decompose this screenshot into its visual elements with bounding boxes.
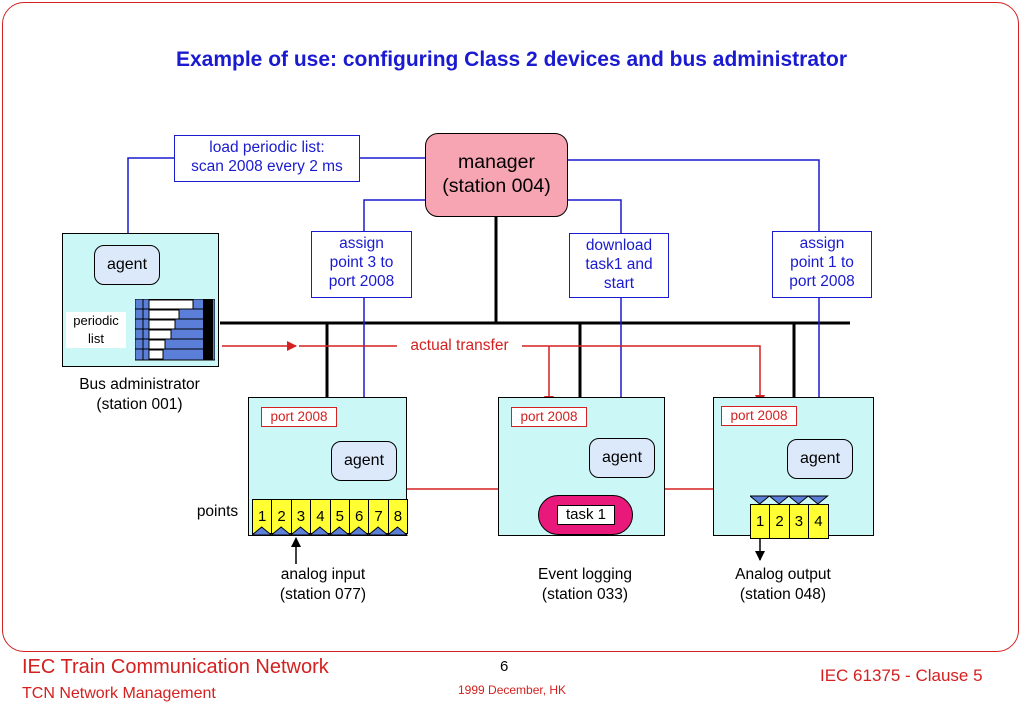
download-line — [568, 199, 622, 233]
agent-box: agent — [331, 441, 397, 481]
point-cell: 3 — [291, 500, 312, 533]
input-point-markers — [252, 526, 408, 536]
point-cell: 4 — [809, 505, 829, 538]
point-cell: 2 — [272, 500, 292, 533]
periodic-list-label: periodic list — [66, 312, 126, 348]
point-cell: 5 — [330, 500, 350, 533]
transfer-right — [522, 345, 765, 405]
assign1-line — [568, 159, 820, 231]
footer-subtitle: TCN Network Management — [22, 685, 216, 702]
load-periodic-list-command: load periodic list: scan 2008 every 2 ms — [174, 135, 360, 182]
port-2008-box: port 2008 — [511, 407, 587, 427]
download-task-command: download task1 and start — [569, 233, 669, 298]
input-points: 1 2 3 4 5 6 7 8 — [252, 499, 409, 534]
agent-box: agent — [94, 245, 160, 285]
analog-output-caption: Analog output (station 048) — [735, 566, 831, 603]
slide-frame — [2, 2, 1019, 652]
bus-administrator-station: agent periodic list — [62, 233, 219, 367]
bus-administrator-caption: Bus administrator (station 001) — [79, 376, 200, 413]
assign-point1-command: assign point 1 to port 2008 — [772, 231, 872, 298]
analog-output-station: port 2008 agent 1 2 3 4 — [713, 397, 874, 539]
agent-box: agent — [589, 438, 655, 478]
periodic-list-graphic — [135, 299, 215, 361]
task1-label: task 1 — [557, 505, 615, 525]
points-label: points — [196, 503, 239, 520]
port-2008-box: port 2008 — [261, 407, 337, 427]
assign3-line — [363, 199, 425, 231]
analog-input-station: port 2008 agent 1 2 3 4 5 6 7 8 — [248, 397, 409, 536]
point-cell: 1 — [253, 500, 273, 533]
point-cell: 1 — [751, 505, 771, 538]
load-command-arrow — [123, 157, 175, 244]
output-point-markers — [750, 495, 829, 505]
point-cell: 7 — [369, 500, 389, 533]
footer-clause: IEC 61375 - Clause 5 — [820, 666, 983, 685]
manager-station: manager (station 004) — [425, 133, 568, 217]
point-cell: 8 — [388, 500, 409, 533]
point-cell: 4 — [311, 500, 331, 533]
task1-box: task 1 — [538, 495, 633, 535]
footer-title: IEC Train Communication Network — [22, 656, 329, 678]
port-2008-box: port 2008 — [721, 406, 797, 426]
point-cell: 6 — [349, 500, 370, 533]
point-cell: 3 — [789, 505, 810, 538]
point-cell: 2 — [770, 505, 790, 538]
page-number: 6 — [500, 658, 509, 675]
event-logging-caption: Event logging (station 033) — [538, 566, 632, 603]
assign-point3-command: assign point 3 to port 2008 — [311, 231, 412, 298]
analog-input-caption: analog input (station 077) — [279, 566, 367, 603]
footer-date: 1999 December, HK — [458, 683, 567, 697]
actual-transfer-label: actual transfer — [397, 336, 522, 356]
slide-title: Example of use: configuring Class 2 devi… — [175, 48, 847, 71]
agent-box: agent — [787, 439, 853, 479]
output-points: 1 2 3 4 — [750, 504, 829, 539]
